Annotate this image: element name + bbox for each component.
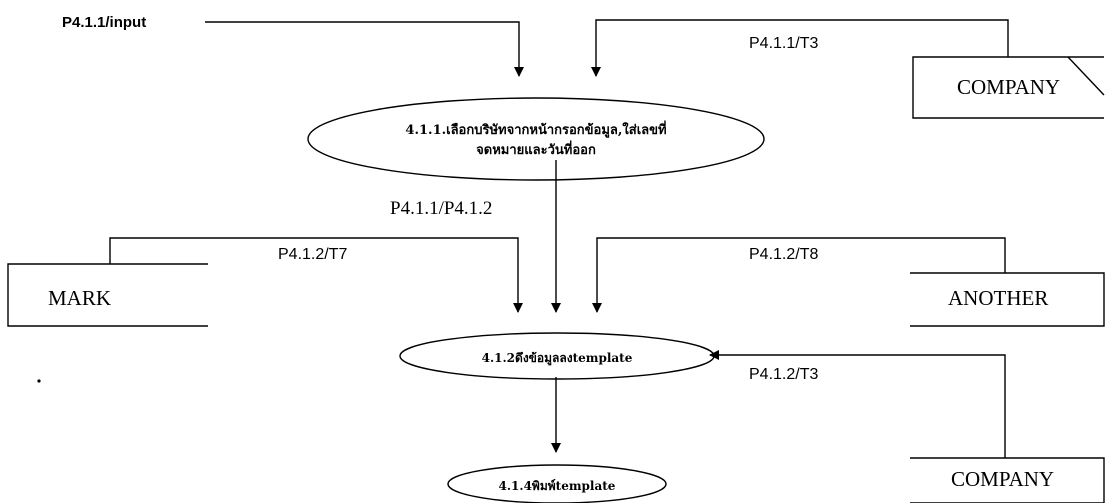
- store-company-top-label: COMPANY: [957, 75, 1061, 99]
- flow-t3-bottom-line: [709, 350, 1006, 458]
- flow-t3-top-line: [591, 19, 1009, 77]
- flow-t7-label: P4.1.2/T7: [278, 246, 348, 263]
- process-4-1-2-shape: [399, 332, 715, 380]
- process-4-1-1-label: 4.1.1.เลือกบริษัทจากหน้ากรอกข้อมูล,ใส่เล…: [318, 121, 754, 161]
- store-company-top-shape: [912, 56, 1104, 119]
- bullet-dot: [37, 379, 41, 383]
- store-company-bottom-shape: [910, 457, 1105, 503]
- flow-t3-bottom-label: P4.1.2/T3: [749, 366, 819, 383]
- flow-t3-top-label: P4.1.1/T3: [749, 35, 819, 52]
- process-4-1-4-shape: [447, 464, 667, 503]
- process-4-1-4-label: 4.1.4พิมพ์template: [498, 479, 616, 493]
- process-4-1-1-line-1: 4.1.1.เลือกบริษัทจากหน้ากรอกข้อมูล,ใส่เล…: [405, 123, 667, 138]
- flow-t8-label: P4.1.2/T8: [749, 246, 819, 263]
- flow-input-label: P4.1.1/input: [62, 14, 147, 31]
- process-4-1-1-line-2: จดหมายและวันที่ออก: [476, 143, 596, 159]
- store-mark-label: MARK: [48, 286, 112, 310]
- store-company-top-corner: [1067, 56, 1105, 96]
- flow-p411-p412-label: P4.1.1/P4.1.2: [390, 198, 493, 219]
- flow-t8-line: [592, 237, 1006, 313]
- flow-input-line: [205, 21, 524, 77]
- store-another-label: ANOTHER: [948, 286, 1049, 310]
- process-4-1-1-shape: [307, 97, 765, 181]
- store-another-shape: [910, 272, 1105, 327]
- flow-t7-line: [109, 237, 523, 313]
- store-mark-shape: [7, 263, 208, 327]
- process-4-1-2-label: 4.1.2ดึงข้อมูลลงtemplate: [481, 351, 633, 365]
- store-company-bottom-label: COMPANY: [951, 467, 1055, 491]
